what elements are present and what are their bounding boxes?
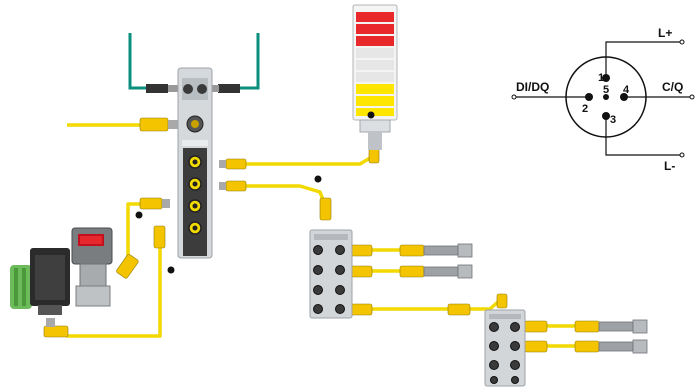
connector-port2-icon [219, 181, 246, 191]
pin-label-3: 3 [610, 114, 616, 126]
bus-cable-right [240, 33, 258, 88]
io-link-icon [136, 212, 143, 219]
pin-label-4: 4 [623, 84, 630, 96]
pin-label-5: 5 [603, 84, 609, 96]
connector-master-left-icon [140, 198, 170, 209]
signal-label-l-plus: L+ [658, 26, 672, 40]
proximity-sensor-icon [599, 340, 647, 353]
pressure-sensor-display [72, 228, 112, 306]
signal-label-di-dq: DI/DQ [516, 80, 549, 94]
proximity-sensor-icon [424, 265, 472, 278]
connector-port1-icon [219, 159, 246, 169]
pinout-diagram: 1 2 3 4 5 L+ DI/DQ C/Q L- [512, 26, 694, 173]
io-link-icon [315, 176, 322, 183]
connector-power-icon [140, 118, 178, 131]
signal-tower-light [353, 5, 397, 150]
pin-dot-3 [602, 112, 610, 120]
connector-hub2-in-icon [497, 294, 507, 308]
proximity-sensor-icon [424, 244, 472, 257]
bus-cable-left [130, 33, 146, 88]
cable-hub1-to-hub2 [350, 300, 500, 309]
io-link-icon [368, 112, 375, 119]
io-link-icon [168, 267, 175, 274]
connector-hub1-out-icon [350, 245, 470, 315]
rfid-read-write-head [10, 248, 70, 315]
pin-label-1: 1 [598, 72, 604, 84]
signal-label-c-q: C/Q [662, 80, 683, 94]
sensor-hub-1 [310, 230, 352, 318]
connector-tower-icon [369, 149, 379, 163]
cable-to-hub-1 [242, 186, 325, 205]
cable-to-pressure [128, 204, 145, 260]
bus-connector-right-icon [211, 84, 240, 93]
pin-label-2: 2 [582, 103, 588, 115]
pin-dot-2 [585, 93, 593, 101]
cable-to-tower [242, 155, 375, 164]
signal-label-l-minus: L- [664, 159, 675, 173]
connector-pressure-icon [116, 254, 139, 279]
sensor-hub-2 [485, 310, 525, 386]
connector-rfid-icon [44, 318, 68, 337]
proximity-sensors [424, 244, 647, 353]
connector-master-down-icon [154, 226, 165, 248]
io-link-master-module [178, 68, 212, 258]
proximity-sensor-icon [599, 320, 647, 333]
connector-hub1-in-icon [320, 198, 331, 220]
bus-connector-left-icon [146, 84, 178, 93]
